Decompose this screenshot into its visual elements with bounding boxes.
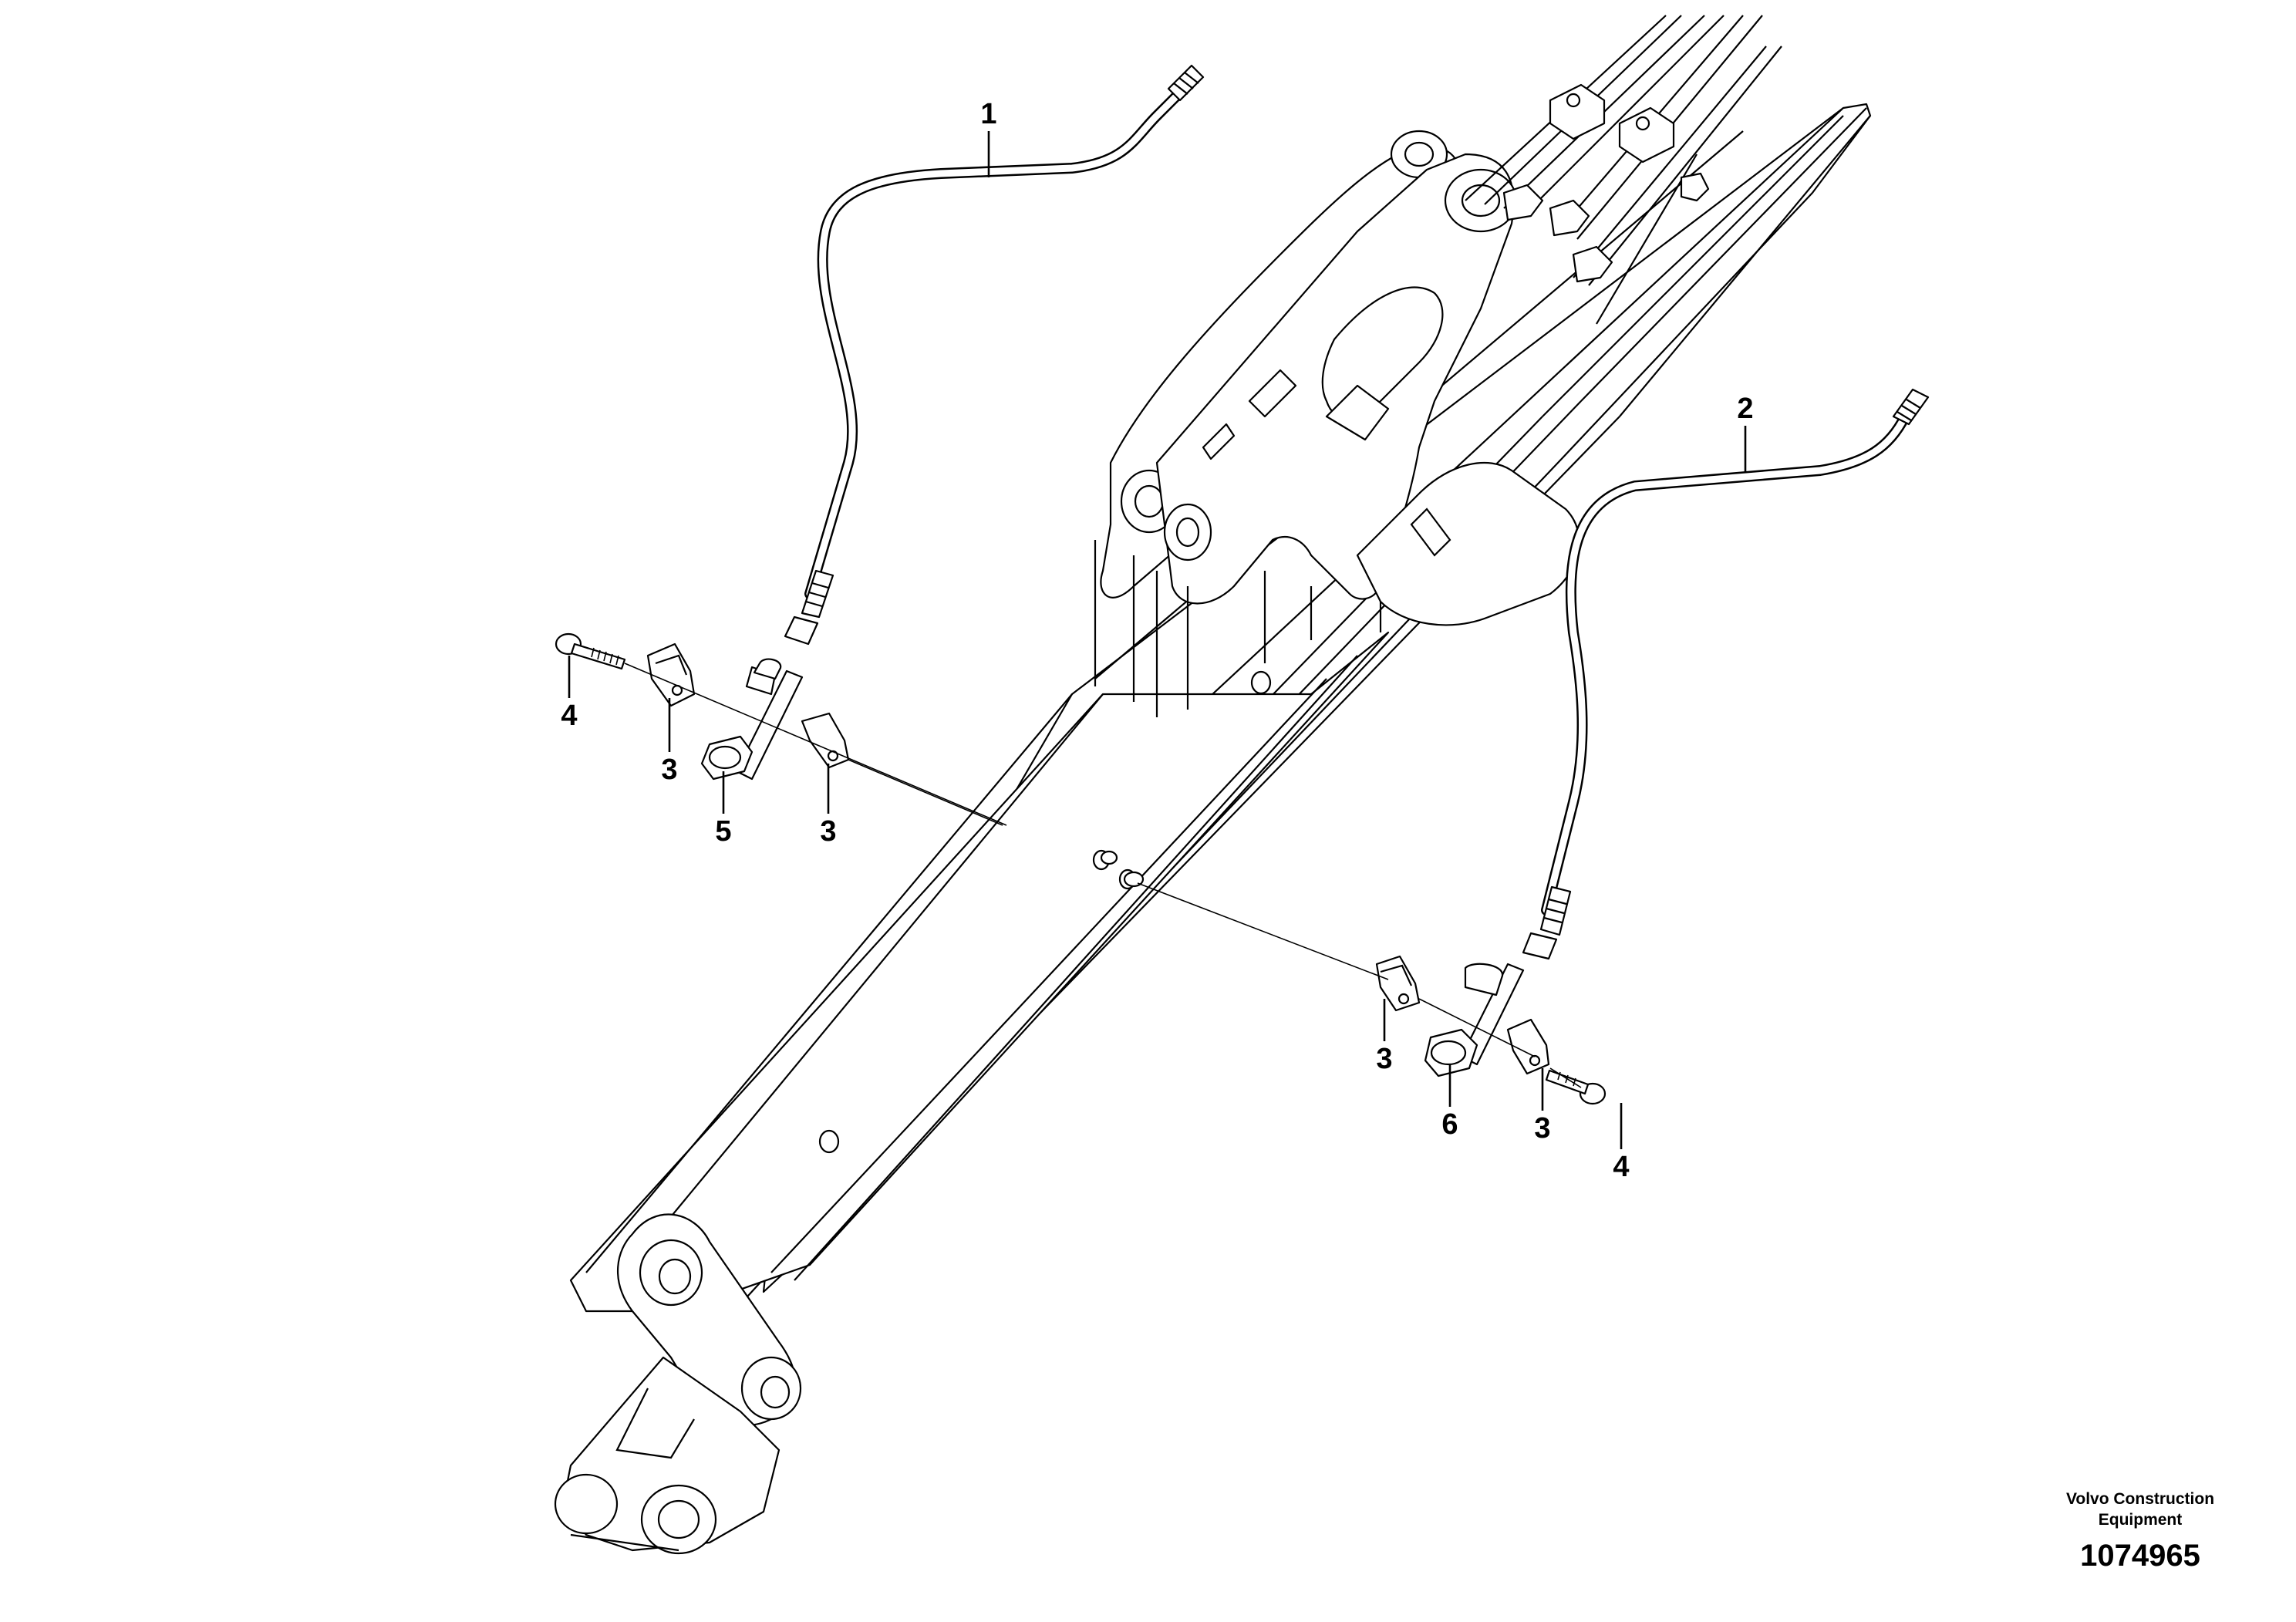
mount-bushings bbox=[1100, 850, 1145, 888]
hydraulic-pipe-1 bbox=[784, 64, 1205, 646]
clamp-half-left-lower bbox=[801, 712, 850, 769]
callout-3-left-upper: 3 bbox=[661, 754, 677, 786]
callout-leaders bbox=[568, 131, 1747, 1149]
callout-2: 2 bbox=[1737, 393, 1753, 425]
arm-boom-drawing bbox=[554, 15, 1872, 1555]
callout-3-right-upper: 3 bbox=[1376, 1043, 1392, 1075]
fitting-5 bbox=[700, 658, 804, 781]
callout-4-right: 4 bbox=[1613, 1151, 1629, 1183]
clamp-half-left-upper bbox=[646, 642, 696, 707]
callout-6: 6 bbox=[1441, 1108, 1458, 1141]
brand-line-1: Volvo Construction bbox=[2066, 1490, 2214, 1508]
clamp-half-right-upper bbox=[1375, 955, 1421, 1012]
bolt-right bbox=[1545, 1069, 1607, 1105]
callout-3-right-lower: 3 bbox=[1534, 1112, 1550, 1145]
callout-1: 1 bbox=[980, 98, 996, 130]
clamp-half-right-lower bbox=[1506, 1018, 1550, 1075]
fitting-6 bbox=[1424, 963, 1525, 1077]
document-number: 1074965 bbox=[2080, 1539, 2200, 1573]
bolt-left bbox=[555, 632, 626, 670]
hydraulic-pipe-2 bbox=[1522, 388, 1930, 960]
callout-3-left-lower: 3 bbox=[820, 815, 836, 848]
assembly-axis-lines bbox=[624, 663, 1582, 1088]
callout-5: 5 bbox=[715, 815, 731, 848]
brand-line-2: Equipment bbox=[2099, 1511, 2183, 1529]
callout-4-left: 4 bbox=[561, 700, 577, 732]
